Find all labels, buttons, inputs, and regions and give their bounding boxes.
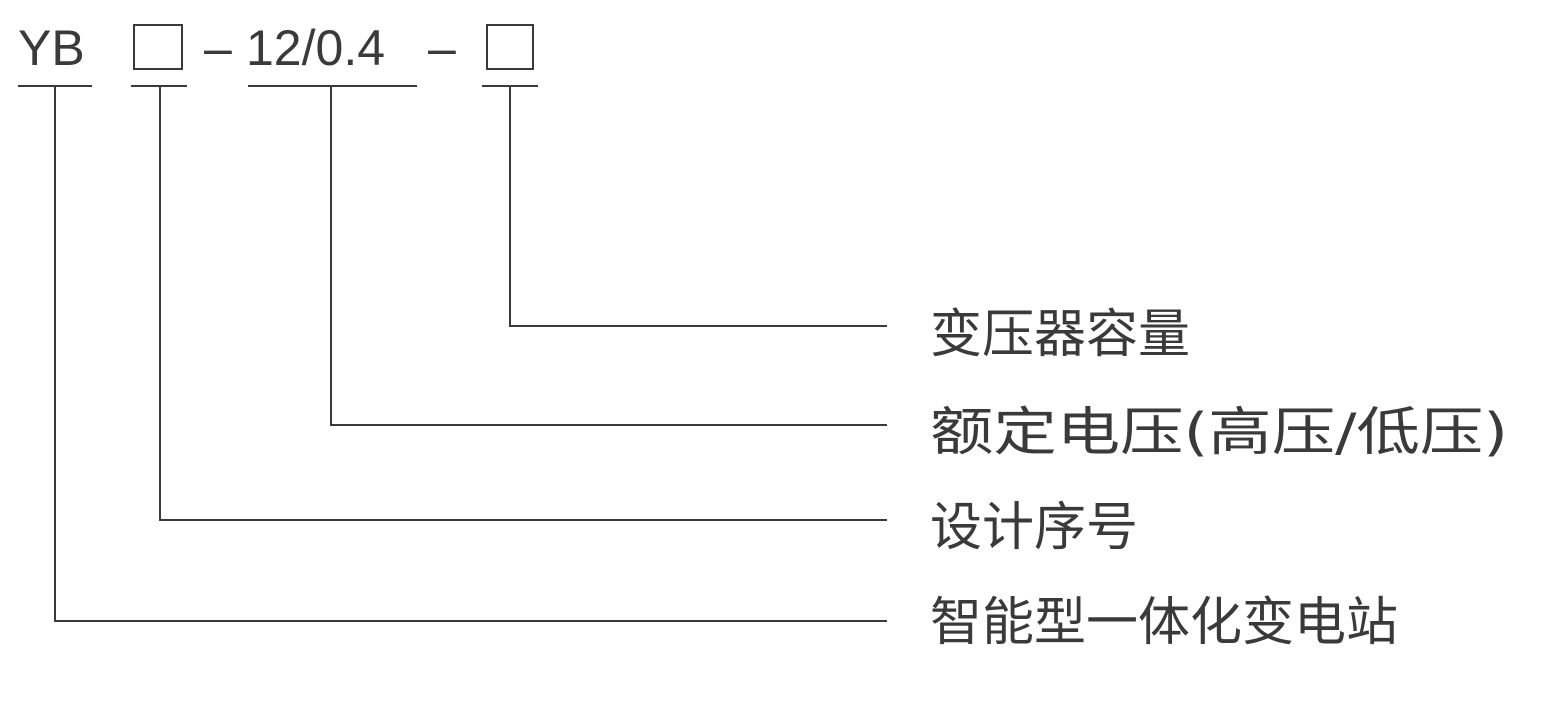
leader-rated-voltage: [330, 86, 887, 426]
code-slot-1-box: [133, 24, 183, 70]
code-prefix: YB: [18, 20, 85, 76]
code-dash-2: –: [428, 20, 456, 76]
leader-design-serial: [159, 86, 887, 521]
label-product-type: 智能型一体化变电站: [930, 593, 1398, 653]
code-slot-2-box: [486, 24, 534, 70]
leader-transformer-capacity: [509, 86, 887, 327]
label-design-serial: 设计序号: [930, 498, 1138, 558]
leader-product-type: [54, 86, 887, 622]
label-transformer-capacity: 变压器容量: [930, 305, 1190, 365]
code-dash-1: –: [204, 20, 232, 76]
code-voltage: 12/0.4: [246, 20, 385, 76]
label-rated-voltage: 额定电压(高压/低压): [930, 403, 1508, 463]
